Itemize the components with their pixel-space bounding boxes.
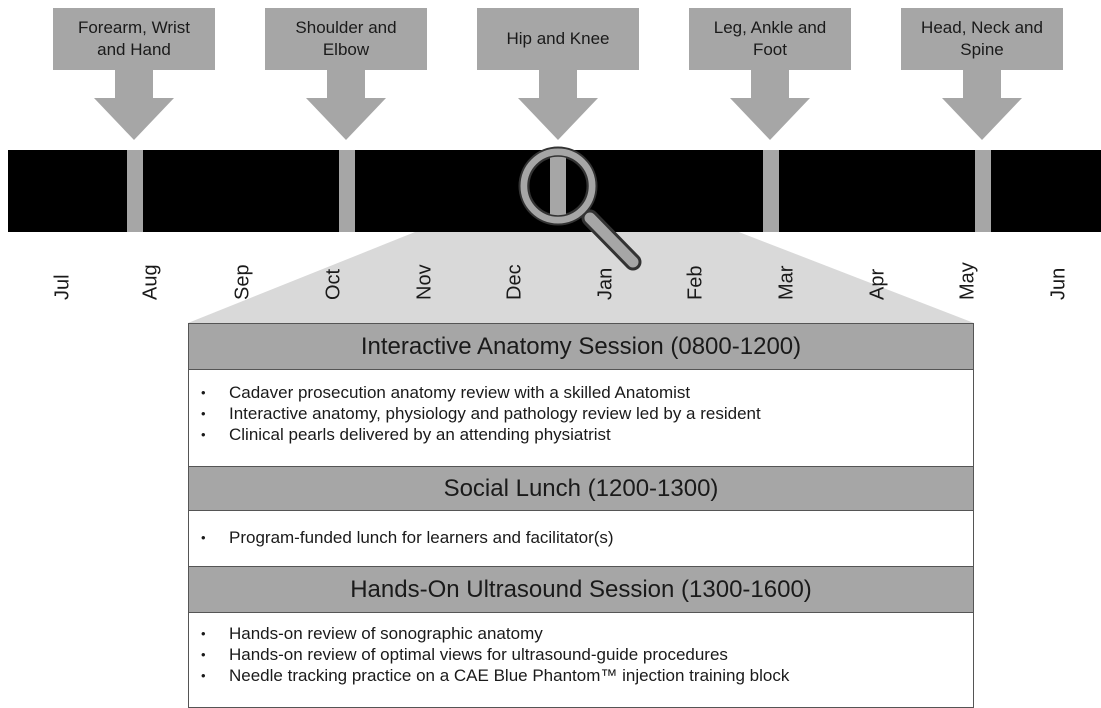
magnifying-glass-icon bbox=[518, 146, 642, 271]
callout-shoulder-elbow: Shoulder and Elbow bbox=[265, 8, 427, 70]
month-label: Mar bbox=[775, 265, 798, 300]
session-schedule: Interactive Anatomy Session (0800-1200) … bbox=[188, 323, 974, 708]
timeline-marker bbox=[763, 150, 779, 232]
month-label: Feb bbox=[684, 265, 707, 300]
list-item: Program-funded lunch for learners and fa… bbox=[189, 527, 973, 548]
month-label: Apr bbox=[866, 268, 889, 300]
session-header-lunch: Social Lunch (1200-1300) bbox=[188, 466, 974, 511]
month-label: Jul bbox=[51, 274, 74, 300]
zoom-cone bbox=[188, 186, 974, 323]
month-label: Jun bbox=[1047, 267, 1070, 300]
callout-arrow bbox=[306, 70, 386, 140]
list-item: Clinical pearls delivered by an attendin… bbox=[189, 424, 973, 445]
session-body-lunch: Program-funded lunch for learners and fa… bbox=[188, 511, 974, 567]
timeline-marker bbox=[127, 150, 143, 232]
session-body-anatomy: Cadaver prosecution anatomy review with … bbox=[188, 370, 974, 467]
callout-arrow bbox=[94, 70, 174, 140]
timeline-marker bbox=[975, 150, 991, 232]
month-label: Oct bbox=[322, 268, 345, 300]
session-body-ultrasound: Hands-on review of sonographic anatomy H… bbox=[188, 613, 974, 708]
callout-arrow bbox=[942, 70, 1022, 140]
callout-hip-knee: Hip and Knee bbox=[477, 8, 639, 70]
list-item: Interactive anatomy, physiology and path… bbox=[189, 403, 973, 424]
session-header-anatomy: Interactive Anatomy Session (0800-1200) bbox=[188, 323, 974, 370]
session-header-ultrasound: Hands-On Ultrasound Session (1300-1600) bbox=[188, 566, 974, 613]
month-label: May bbox=[956, 262, 979, 300]
list-item: Hands-on review of sonographic anatomy bbox=[189, 623, 973, 644]
month-label: Sep bbox=[231, 264, 254, 300]
month-label: Jan bbox=[594, 267, 617, 300]
month-label: Aug bbox=[139, 264, 162, 300]
month-label: Nov bbox=[413, 264, 436, 300]
callout-arrow bbox=[518, 70, 598, 140]
list-item: Hands-on review of optimal views for ult… bbox=[189, 644, 973, 665]
month-label: Dec bbox=[503, 264, 526, 300]
callout-arrow bbox=[730, 70, 810, 140]
callout-forearm-wrist-hand: Forearm, Wrist and Hand bbox=[53, 8, 215, 70]
timeline-marker bbox=[339, 150, 355, 232]
list-item: Cadaver prosecution anatomy review with … bbox=[189, 382, 973, 403]
list-item: Needle tracking practice on a CAE Blue P… bbox=[189, 665, 973, 686]
callout-leg-ankle-foot: Leg, Ankle and Foot bbox=[689, 8, 851, 70]
callout-head-neck-spine: Head, Neck and Spine bbox=[901, 8, 1063, 70]
